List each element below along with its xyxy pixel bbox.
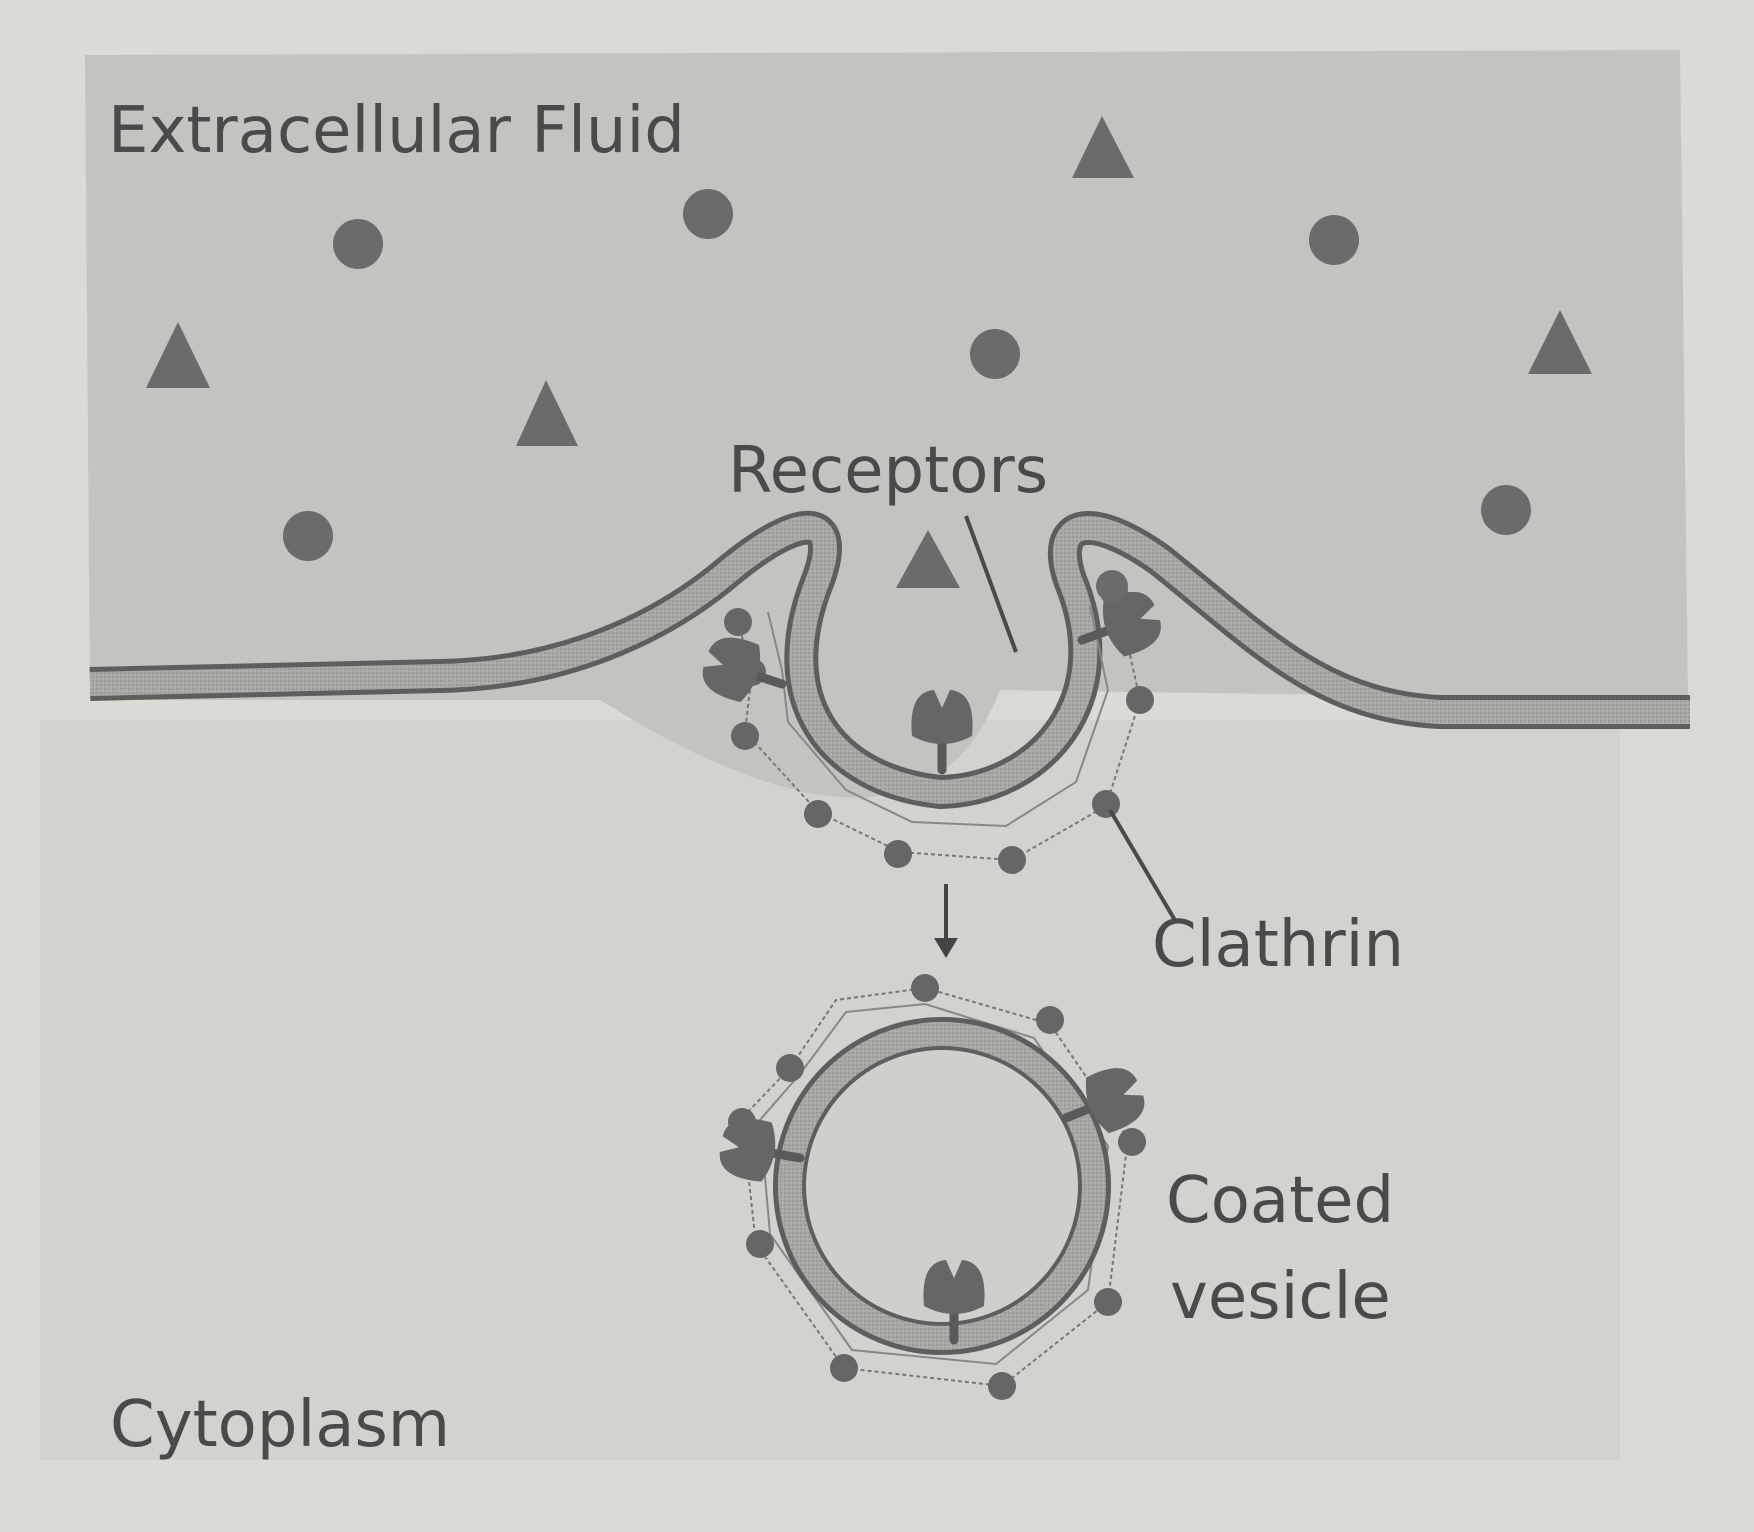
cytoplasm-label: Cytoplasm [110,1388,450,1462]
particle-circle [333,219,383,269]
vesicle-label: vesicle [1170,1260,1391,1334]
particle-circle [283,511,333,561]
clathrin-pointer [1108,808,1178,924]
extracellular-region [85,50,1688,798]
particle-circle [1481,485,1531,535]
arrow-down-icon [934,884,958,958]
particle-triangle [146,322,210,388]
coated-label: Coated [1166,1164,1394,1238]
receptors-label: Receptors [728,434,1048,508]
particle-triangle [896,530,960,588]
particle-circle [1096,570,1128,602]
particle-triangle [1072,116,1134,178]
extracellular-fluid-label: Extracellular Fluid [108,94,685,168]
extracellular-particles [283,189,1531,602]
particle-triangle [1528,310,1592,374]
particle-circle [683,189,733,239]
particle-circle [970,329,1020,379]
particle-circle [1309,215,1359,265]
receptors-pointer [964,515,1018,653]
plasma-membrane [89,510,1690,809]
coated-vesicle [728,974,1146,1400]
extracellular-triangles [146,116,1592,588]
clathrin-label: Clathrin [1152,908,1404,982]
particle-triangle [516,380,578,446]
